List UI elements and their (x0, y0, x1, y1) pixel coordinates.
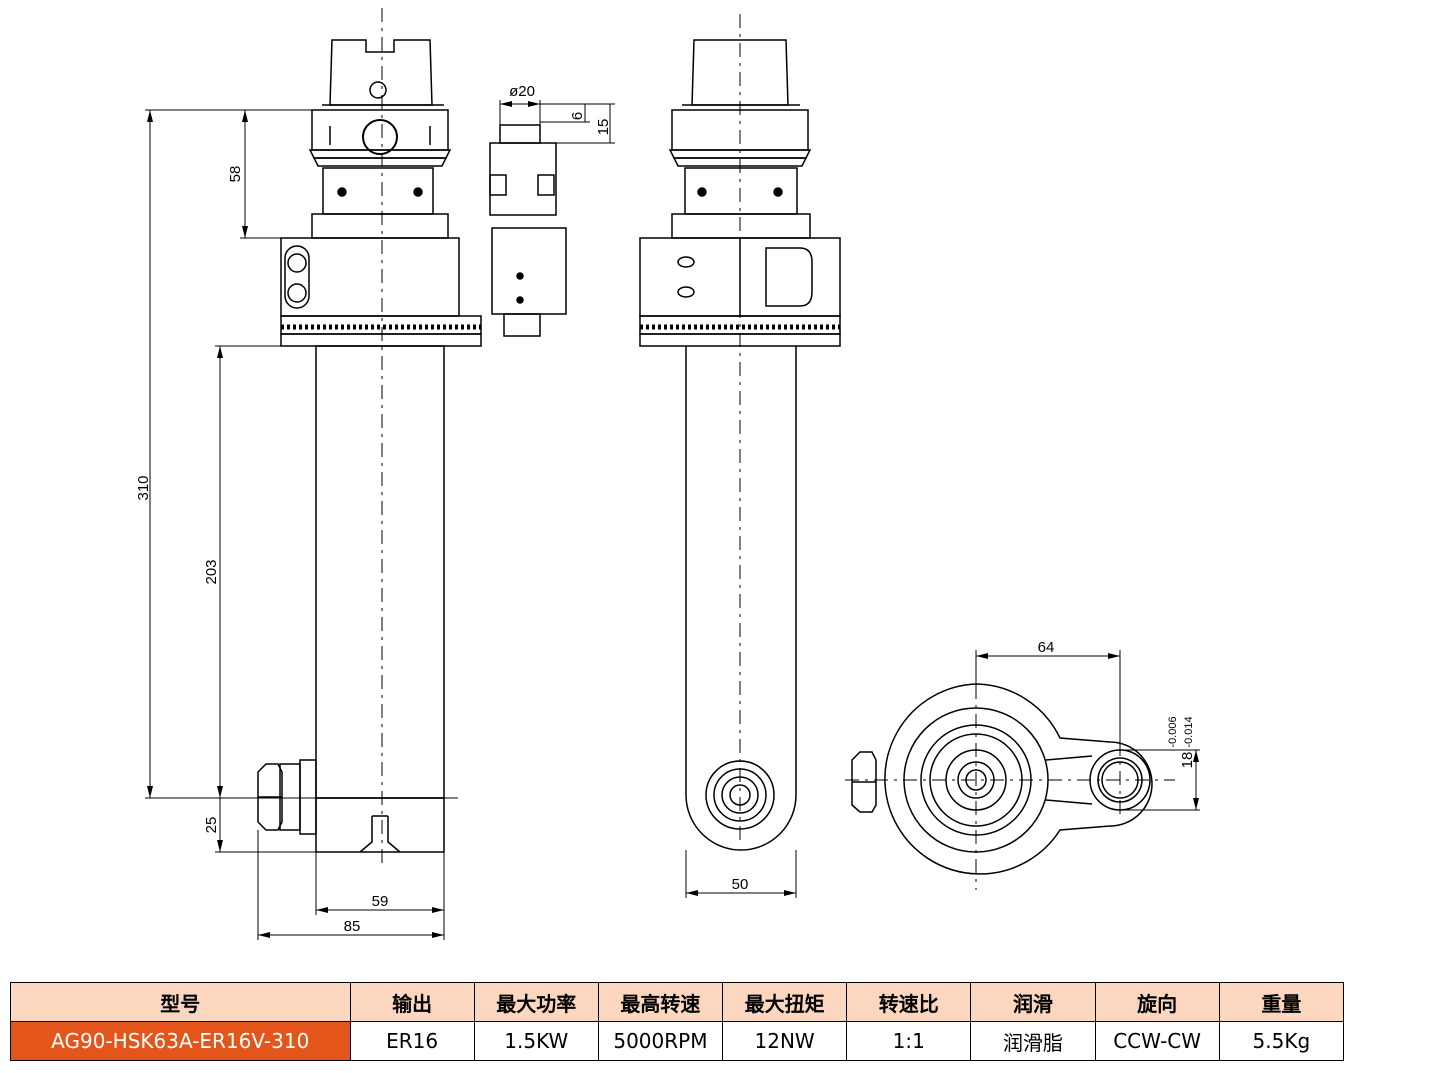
value-weight: 5.5Kg (1218, 1021, 1345, 1061)
header-speed-ratio: 转速比 (846, 982, 972, 1022)
technical-drawing: 310 58 203 25 59 85 ø20 6 15 50 64 18 -0… (135, 8, 1200, 940)
value-speed-ratio: 1:1 (846, 1021, 972, 1061)
value-rotation: CCW-CW (1094, 1021, 1220, 1061)
dim-15: 15 (595, 119, 612, 136)
spec-table: 型号 输出 最大功率 最高转速 最大扭矩 转速比 润滑 旋向 重量 AG90-H… (10, 982, 1345, 1061)
header-weight: 重量 (1218, 982, 1345, 1022)
dim-85: 85 (344, 918, 361, 935)
header-rotation: 旋向 (1094, 982, 1220, 1022)
dim-203: 203 (203, 559, 220, 584)
dim-18: 18 (1179, 752, 1196, 769)
header-max-power: 最大功率 (473, 982, 599, 1022)
dim-nut-diameter: ø20 (509, 83, 535, 100)
value-lubrication: 润滑脂 (970, 1021, 1096, 1061)
value-max-power: 1.5KW (473, 1021, 599, 1061)
header-max-torque: 最大扭矩 (722, 982, 848, 1022)
spec-table-value-row: AG90-HSK63A-ER16V-310 ER16 1.5KW 5000RPM… (10, 1021, 1345, 1061)
dim-50: 50 (732, 876, 749, 893)
front-view (257, 39, 567, 853)
dim-18-tol-upper: -0.006 (1167, 716, 1179, 747)
bottom-view (851, 683, 1153, 875)
value-model: AG90-HSK63A-ER16V-310 (10, 1021, 351, 1061)
dim-310: 310 (135, 475, 152, 500)
header-output: 输出 (349, 982, 475, 1022)
header-max-speed: 最高转速 (597, 982, 724, 1022)
value-max-torque: 12NW (722, 1021, 848, 1061)
center-lines (381, 8, 1175, 890)
spec-table-header-row: 型号 输出 最大功率 最高转速 最大扭矩 转速比 润滑 旋向 重量 (10, 982, 1345, 1022)
dim-64: 64 (1038, 639, 1055, 656)
dim-6: 6 (569, 112, 586, 120)
header-model: 型号 (10, 982, 351, 1022)
dim-59: 59 (372, 893, 389, 910)
header-lubrication: 润滑 (970, 982, 1096, 1022)
dim-58: 58 (227, 166, 244, 183)
arrowheads (147, 101, 1199, 938)
dim-25: 25 (203, 817, 220, 834)
value-max-speed: 5000RPM (597, 1021, 724, 1061)
dim-18-tol-lower: -0.014 (1183, 716, 1195, 747)
value-output: ER16 (349, 1021, 475, 1061)
